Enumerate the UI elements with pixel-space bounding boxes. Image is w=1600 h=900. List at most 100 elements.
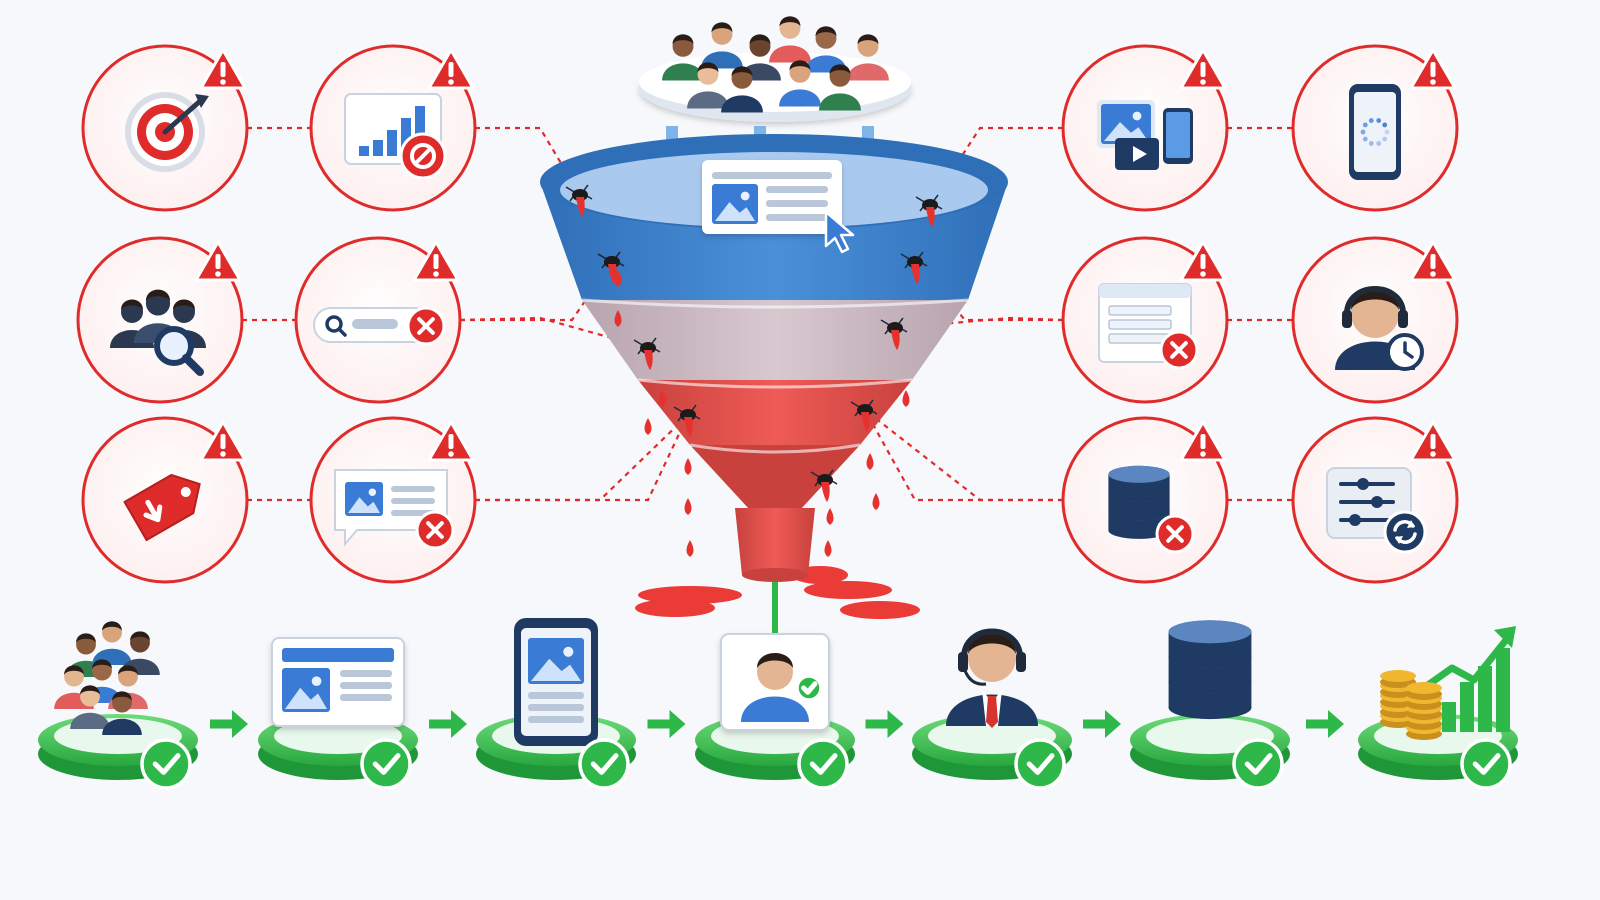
- leak-node-mobile-loading: [1291, 44, 1459, 212]
- failed-database-icon: [1108, 465, 1195, 554]
- warning-triangle-icon: [194, 240, 242, 282]
- lead-profile-icon: [720, 633, 830, 731]
- mobile-landing-page-icon: [514, 618, 598, 746]
- person-icon: [687, 62, 729, 109]
- warning-triangle-icon: [1179, 420, 1227, 462]
- blood-drop-icon: [826, 508, 834, 525]
- pipeline-step-crm: [1130, 620, 1290, 790]
- funnel-crack-icon: [850, 399, 878, 432]
- display-ad-icon: [271, 637, 405, 727]
- blood-drop-icon: [866, 453, 874, 470]
- person-icon: [721, 66, 763, 113]
- funnel-band-seam: [689, 443, 861, 454]
- database-icon: [1108, 465, 1170, 539]
- success-check-icon: [360, 738, 412, 790]
- leak-node-support-wait: [1291, 236, 1459, 404]
- blood-drop-icon: [614, 310, 622, 327]
- pipeline-step-audience: [38, 621, 198, 790]
- pipeline-step-sales: [912, 628, 1072, 790]
- warning-triangle-icon: [427, 48, 475, 90]
- funnel-band-bottom: [638, 380, 912, 445]
- warning-triangle-icon: [412, 240, 460, 282]
- leak-puddle: [804, 581, 892, 599]
- funnel-band-middle: [582, 300, 968, 380]
- price-drop-tag-icon: [123, 473, 201, 542]
- connector-left-0: [475, 126, 581, 196]
- leak-nodes: [76, 44, 1459, 584]
- pipeline-step-revenue: [1358, 626, 1518, 790]
- error-x-badge-icon: [1159, 330, 1199, 370]
- creative-media-devices-icon: [1097, 100, 1193, 170]
- connector-left-2: [475, 414, 689, 502]
- connector-left-1: [460, 261, 613, 322]
- pipeline-step-ad: [258, 637, 418, 790]
- warning-triangle-icon: [1179, 48, 1227, 90]
- blocked-sign-icon: [399, 132, 447, 180]
- leak-node-audience-research: [76, 236, 244, 404]
- leak-node-search: [294, 236, 462, 404]
- leak-node-analytics: [309, 44, 477, 212]
- support-agent-wait-icon: [1335, 286, 1424, 371]
- display-ad-icon: [702, 160, 842, 234]
- settings-sync-icon: [1326, 467, 1427, 554]
- success-check-icon: [1014, 738, 1066, 790]
- success-check-icon: [797, 738, 849, 790]
- audience-group-icon: [662, 16, 889, 113]
- audience-group-icon: [54, 621, 160, 735]
- funnel-spout: [735, 508, 815, 575]
- funnel-band-seam: [637, 378, 913, 389]
- blood-drop-icon: [644, 418, 652, 435]
- funnel-crack-icon: [565, 184, 593, 217]
- funnel-crack-icon: [633, 337, 661, 370]
- leak-node-pricing: [81, 416, 249, 584]
- person-icon: [769, 16, 811, 63]
- pipeline-arrow-icon: [1083, 710, 1121, 738]
- failed-ad-message-icon: [334, 469, 455, 550]
- price-tag-icon: [123, 473, 201, 542]
- funnel-crack-icon: [900, 251, 928, 284]
- person-icon: [779, 60, 821, 107]
- blood-drop-icon: [686, 540, 694, 557]
- pipeline-arrow-icon: [429, 710, 467, 738]
- leak-node-settings-sync: [1291, 416, 1459, 584]
- person-icon: [92, 621, 132, 665]
- leak-puddle: [840, 601, 920, 619]
- leaky-funnel: [540, 16, 1008, 648]
- error-x-badge-icon: [415, 510, 455, 550]
- connector-right-extra2: [864, 409, 1063, 502]
- blood-drop-icon: [824, 540, 832, 557]
- blood-drop-icon: [684, 458, 692, 475]
- audience-search-icon: [110, 289, 206, 376]
- pipeline-arrow-icon: [210, 710, 248, 738]
- person-icon: [819, 64, 861, 111]
- pipeline-arrow-icon: [865, 710, 904, 738]
- pipeline-arrow-icon: [647, 710, 686, 738]
- success-check-icon: [1232, 738, 1284, 790]
- clock-icon: [1386, 333, 1424, 371]
- person-icon: [847, 34, 889, 81]
- mouse-cursor-icon: [824, 210, 855, 254]
- success-check-icon: [1460, 738, 1512, 790]
- pipeline-step-landing: [476, 618, 636, 790]
- leak-node-web-form: [1061, 236, 1229, 404]
- warning-triangle-icon: [427, 420, 475, 462]
- leak-node-targeting: [81, 44, 249, 212]
- leak-node-creative-media: [1061, 44, 1229, 212]
- database-icon: [1168, 620, 1252, 720]
- person-icon: [701, 22, 743, 69]
- leak-node-ad-message: [309, 416, 477, 584]
- warning-triangle-icon: [199, 48, 247, 90]
- warning-triangle-icon: [1409, 48, 1457, 90]
- person-icon: [70, 685, 110, 729]
- funnel-neck: [690, 445, 860, 510]
- blood-drop-icon: [684, 498, 692, 515]
- crm-database-icon: [1168, 620, 1252, 720]
- person-icon: [662, 34, 704, 81]
- blood-drop-icon: [902, 390, 910, 407]
- connector-right-extra: [894, 316, 1064, 330]
- success-pipeline: [38, 618, 1518, 790]
- person-icon: [110, 299, 154, 348]
- magnifier-icon: [154, 326, 204, 376]
